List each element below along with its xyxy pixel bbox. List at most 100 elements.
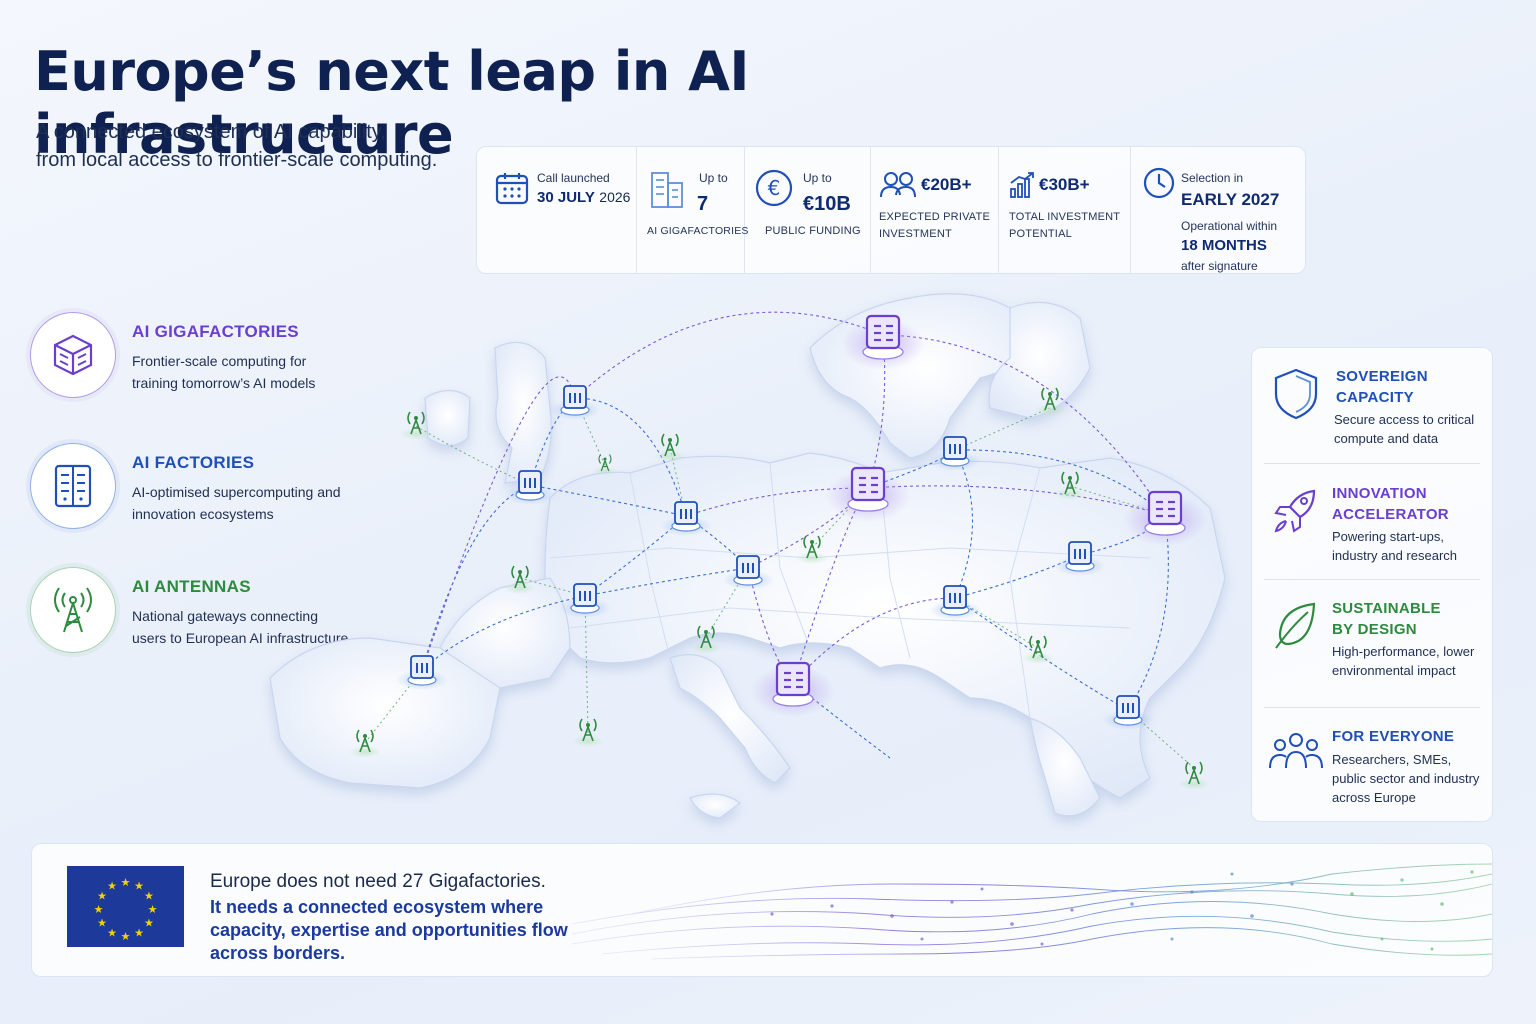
svg-text:★: ★ — [121, 876, 131, 889]
legend-title: AI FACTORIES — [132, 453, 255, 472]
factory-node — [559, 583, 611, 618]
stat-value: €20B+ — [921, 175, 972, 194]
benefit-desc: High-performance, lower environmental im… — [1332, 644, 1475, 678]
banner-lead-text: Europe does not need 27 Gigafactories. — [210, 871, 546, 892]
antenna-node — [1022, 635, 1054, 664]
benefits-panel: SOVEREIGN CAPACITY Secure access to crit… — [1251, 347, 1493, 822]
stat-public-funding: € Up to €10B PUBLIC FUNDING — [745, 147, 871, 273]
antenna-node — [796, 535, 828, 564]
factory-node — [1102, 695, 1154, 730]
antenna-node — [572, 718, 604, 747]
svg-text:★: ★ — [144, 890, 154, 903]
antenna-nodes — [349, 387, 1210, 790]
stat-value-2: 18 MONTHS — [1181, 237, 1267, 254]
antenna-node — [349, 729, 381, 758]
antenna-node — [400, 411, 432, 440]
factory-node — [504, 470, 556, 505]
factory-node — [929, 436, 981, 471]
subtitle-line-1: A connected ecosystem of AI capability, — [36, 121, 386, 143]
community-icon — [1269, 733, 1323, 769]
map-landmass — [269, 293, 1226, 819]
benefit-title: INNOVATION ACCELERATOR — [1332, 485, 1449, 523]
divider — [1264, 579, 1480, 580]
factory-node — [722, 555, 774, 590]
eu-flag-icon: ★ ★ ★ ★ ★ ★ ★ ★ ★ ★ ★ ★ — [67, 866, 184, 947]
legend-title: AI ANTENNAS — [132, 577, 251, 596]
gigafactory-node — [841, 314, 925, 370]
benefit-desc: Powering start-ups, industry and researc… — [1332, 529, 1458, 563]
benefit-desc: Secure access to critical compute and da… — [1334, 412, 1475, 446]
map-borders — [549, 462, 1151, 719]
subtitle-line-2: from local access to frontier-scale comp… — [36, 149, 438, 171]
stat-label-2: Operational within — [1181, 219, 1278, 233]
legend-title: AI GIGAFACTORIES — [132, 322, 299, 341]
antenna-icon — [54, 587, 92, 633]
people-icon — [880, 172, 916, 198]
legend-desc: Frontier-scale computing for training to… — [132, 353, 316, 391]
divider — [1264, 707, 1480, 708]
stat-value: €30B+ — [1039, 175, 1090, 194]
stat-label: Up to — [699, 171, 728, 185]
gigafactory-node — [826, 466, 910, 522]
factory-node — [549, 385, 601, 420]
factory-node — [660, 501, 712, 536]
stat-gigafactories: Up to 7 AI GIGAFACTORIES — [637, 147, 748, 273]
factory-node — [929, 585, 981, 620]
shield-icon — [1274, 368, 1318, 420]
closing-banner: ★ ★ ★ ★ ★ ★ ★ ★ ★ ★ ★ ★ Europe does not … — [31, 843, 1493, 977]
gigafactory-node — [751, 661, 835, 717]
legend-desc: National gateways connecting users to Eu… — [132, 608, 349, 646]
growth-chart-icon — [1010, 172, 1034, 198]
factory-server-icon — [54, 464, 92, 508]
gigafactory-cube-icon — [53, 334, 93, 376]
page-title: Europe’s next leap in AI infrastructure — [34, 40, 749, 166]
antenna-node — [593, 454, 617, 476]
leaf-icon — [1275, 602, 1316, 649]
divider — [1264, 463, 1480, 464]
building-icon — [651, 172, 683, 208]
gigafactory-node — [1123, 490, 1207, 546]
stat-timeline: Selection in EARLY 2027 Operational with… — [1131, 147, 1305, 273]
europe-network-map — [269, 293, 1226, 819]
svg-text:★: ★ — [97, 890, 107, 903]
antenna-node — [654, 433, 686, 462]
antenna-node — [690, 625, 722, 654]
benefit-title: FOR EVERYONE — [1332, 728, 1455, 745]
network-wave-decoration — [572, 863, 1492, 960]
factory-node — [396, 655, 448, 690]
stat-label: Up to — [803, 171, 832, 185]
stat-total-investment: €30B+ TOTAL INVESTMENT POTENTIAL — [999, 147, 1131, 273]
svg-text:★: ★ — [94, 903, 104, 916]
stat-call-launched: Call launched 30 JULY 2026 — [477, 147, 637, 273]
euro-icon: € — [755, 169, 793, 207]
antenna-node — [1178, 761, 1210, 790]
svg-text:★: ★ — [134, 880, 144, 893]
stat-value: EARLY 2027 — [1181, 190, 1280, 209]
stat-value: 7 — [697, 193, 709, 215]
calendar-icon — [495, 173, 529, 205]
svg-text:€: € — [768, 176, 781, 200]
key-figures-bar: Call launched 30 JULY 2026 Up to 7 AI GI… — [476, 146, 1306, 274]
svg-text:★: ★ — [121, 930, 131, 943]
stat-caption: TOTAL INVESTMENT POTENTIAL — [1009, 211, 1121, 240]
clock-icon — [1143, 167, 1175, 199]
benefit-title: SUSTAINABLE BY DESIGN — [1332, 600, 1441, 638]
svg-text:★: ★ — [144, 917, 154, 930]
svg-text:★: ★ — [148, 903, 158, 916]
stat-label-3: after signature — [1181, 259, 1258, 273]
benefit-title: SOVEREIGN CAPACITY — [1336, 368, 1428, 406]
svg-text:★: ★ — [107, 926, 117, 939]
stat-caption: PUBLIC FUNDING — [765, 225, 861, 237]
legend-desc: AI-optimised supercomputing and innovati… — [132, 484, 341, 522]
stat-private-investment: €20B+ EXPECTED PRIVATE INVESTMENT — [871, 147, 999, 273]
gigafactory-nodes — [751, 314, 1207, 717]
stat-value: 30 JULY 2026 — [537, 189, 631, 206]
page-subtitle: A connected ecosystem of AI capability, … — [36, 118, 496, 174]
banner-key-message: It needs a connected ecosystem where cap… — [210, 897, 568, 963]
svg-text:★: ★ — [134, 926, 144, 939]
stat-caption: AI GIGAFACTORIES — [647, 225, 749, 237]
factory-node — [1054, 541, 1106, 576]
svg-text:★: ★ — [97, 917, 107, 930]
stat-label: Selection in — [1181, 171, 1244, 185]
